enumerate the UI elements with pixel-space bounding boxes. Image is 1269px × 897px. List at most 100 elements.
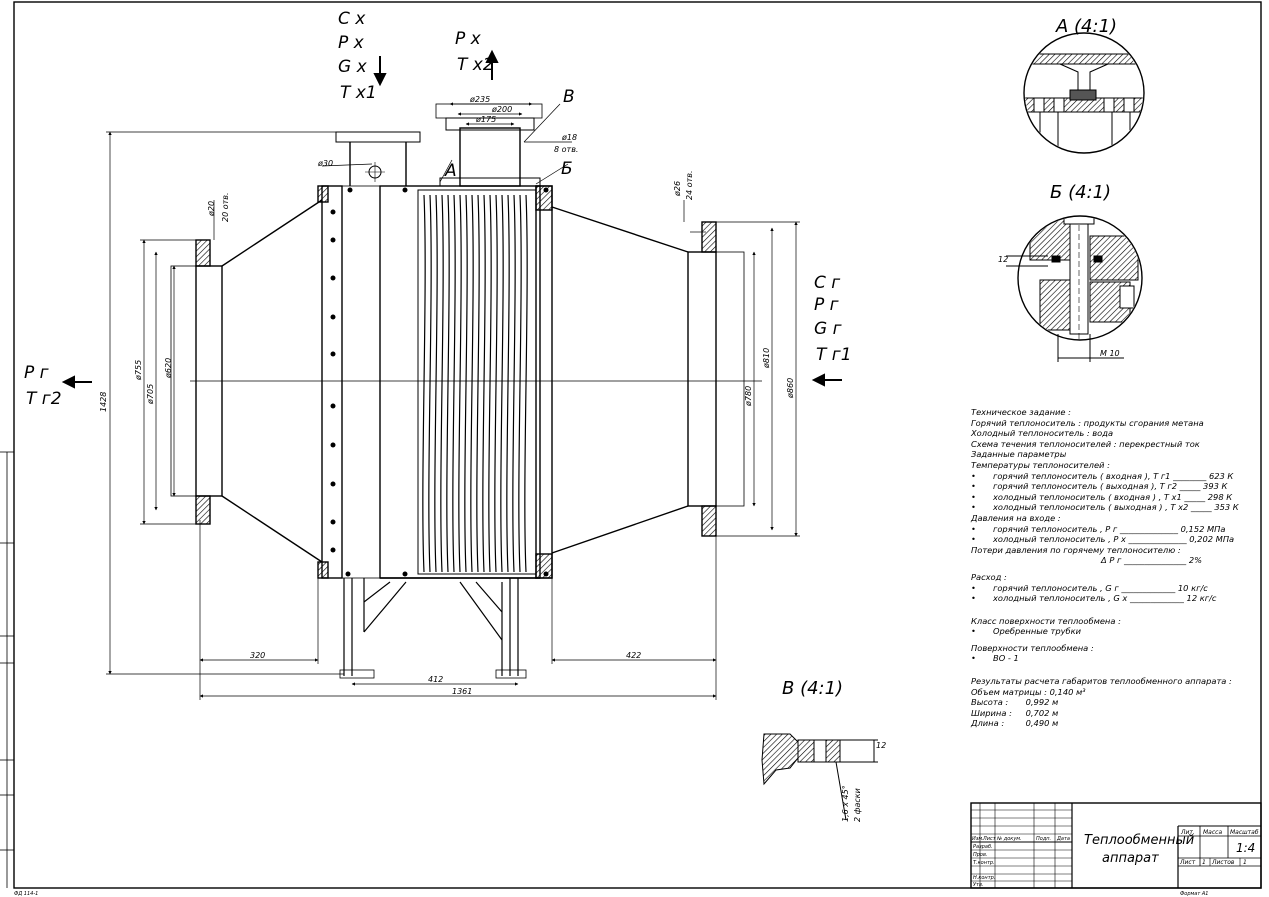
tb-role: Н.контр. (973, 875, 995, 881)
leader-letters: А Б В (444, 87, 575, 181)
dim-text: 12 (998, 255, 1008, 264)
tb-label: 1 (1202, 859, 1206, 866)
note-title: Техническое задание : (971, 407, 1071, 417)
flow-label: Р г (24, 363, 49, 383)
dim-text: 422 (626, 651, 641, 660)
note-item: горячий теплоноситель ( входная ), Т г1 … (971, 471, 1261, 482)
note-item: Ширина : 0,702 м (971, 707, 1059, 718)
dim-text: 1361 (452, 687, 472, 696)
dim-text: ø200 (491, 105, 512, 114)
dim-text: ø175 (475, 115, 496, 124)
detail-view-b (1006, 215, 1143, 362)
note-line: Расход : (971, 571, 1007, 582)
dim-text: 1,6 х 45° (841, 785, 850, 822)
leader-b: Б (561, 159, 573, 179)
hot-inlet-params: С г Р г G г Т г1 (814, 273, 852, 365)
note-item: Δ Р г _______________ 2% (1101, 555, 1203, 566)
note-line: Холодный теплоноситель : вода (971, 428, 1114, 439)
note-item: холодный теплоноситель ( входная ) , Т х… (971, 492, 1261, 503)
flow-label: Т г1 (816, 345, 852, 365)
leader-a: А (444, 161, 457, 181)
dim-text: ø810 (762, 348, 771, 369)
flow-label: С х (338, 9, 366, 29)
dim-text: 8 отв. (554, 145, 578, 154)
note-item: холодный теплоноситель ( выходная ) , Т … (971, 502, 1261, 513)
note-line: Температуры теплоносителей : (971, 459, 1110, 470)
scale-value: 1:4 (1236, 841, 1255, 855)
flow-label: Р г (814, 295, 839, 315)
dim-text: 412 (428, 675, 443, 684)
detail-view-a (1023, 32, 1145, 154)
detail-view-v (761, 733, 878, 821)
dim-text: 1428 (99, 392, 108, 412)
flow-label: Т х2 (457, 55, 494, 75)
note-item: горячий теплоноситель , G г ____________… (971, 583, 1261, 594)
view-title-b: Б (4:1) (1050, 182, 1111, 203)
note-line: Схема течения теплоносителей : перекрест… (971, 438, 1200, 449)
tb-col: Изм. (972, 836, 984, 842)
tb-col: № докум. (996, 836, 1022, 842)
technical-notes: Техническое задание : Горячий теплоносит… (971, 407, 1261, 729)
note-line: Горячий теплоноситель : продукты сгорани… (971, 417, 1204, 428)
tb-role: Утв. (973, 882, 984, 888)
cold-inlet-params: С х Р х G х Т х1 (338, 9, 377, 103)
heat-exchanger-main-view (170, 103, 762, 679)
tb-role: Разраб. (973, 844, 993, 850)
note-line: Результаты расчета габаритов теплообменн… (971, 676, 1232, 687)
flow-arrows (61, 49, 842, 389)
note-item: Длина : 0,490 м (971, 718, 1059, 729)
note-item: холодный теплоноситель , G х ___________… (971, 593, 1261, 604)
tb-col: Дата (1056, 836, 1070, 842)
flow-label: Р х (338, 33, 365, 53)
tb-label: Масштаб (1230, 829, 1259, 836)
tb-label: Лит. (1180, 829, 1195, 836)
footer-left: ФД 114-1 (14, 891, 38, 897)
title-block-text: Теплообменный аппарат Лит. Масса Масштаб… (972, 829, 1259, 888)
footer-format: Формат А1 (1180, 891, 1208, 897)
tb-label: 1 (1243, 859, 1247, 866)
note-item: горячий теплоноситель , Р г ____________… (971, 524, 1261, 535)
note-item: ВО - 1 (971, 653, 1261, 664)
flow-label: Т х1 (340, 83, 377, 103)
title-name: аппарат (1102, 851, 1159, 866)
tb-col: Подп. (1036, 836, 1051, 842)
flow-label: Р х (455, 29, 482, 49)
tb-col: Лист (982, 836, 997, 842)
dim-text: ø18 (561, 133, 577, 142)
dim-text: М 10 (1100, 349, 1120, 358)
note-item: Оребренные трубки (971, 626, 1261, 637)
note-line: Класс поверхности теплообмена : (971, 615, 1121, 626)
hot-outlet-params: Р г Т г2 (24, 363, 62, 409)
dim-text: ø235 (469, 95, 490, 104)
tb-role: Т.контр. (973, 860, 995, 866)
title-block (970, 802, 1262, 889)
bolt-row (330, 187, 549, 577)
dim-text: ø755 (134, 360, 143, 381)
tb-role: Пров. (973, 852, 988, 858)
note-item: Высота : 0,992 м (971, 697, 1059, 708)
cold-outlet-params: Р х Т х2 (455, 29, 494, 75)
title-name: Теплообменный (1084, 833, 1194, 848)
tube-bundle (422, 194, 528, 573)
dimension-texts: ø235 ø200 ø175 ø18 8 отв. ø30 ø20 20 отв… (99, 95, 795, 696)
note-line: Давления на входе : (971, 512, 1061, 523)
flow-label: Т г2 (26, 389, 62, 409)
dim-text: 20 отв. (221, 192, 230, 222)
note-item: холодный теплоноситель , Р х ___________… (971, 534, 1261, 545)
dim-text: 24 отв. (685, 170, 694, 200)
note-item: горячий теплоноситель ( выходная ), Т г2… (971, 481, 1261, 492)
tb-label: Масса (1203, 829, 1222, 836)
note-item: Объем матрицы : 0,140 м³ (971, 686, 1086, 697)
dim-text: ø20 (207, 201, 216, 217)
dimension-lines (106, 102, 800, 700)
note-line: Потери давления по горячему теплоносител… (971, 544, 1181, 555)
dim-text: ø705 (146, 384, 155, 405)
note-line: Заданные параметры (971, 449, 1067, 460)
tb-label: Листов (1211, 859, 1235, 866)
dim-text: ø780 (744, 386, 753, 407)
dim-text: ø26 (673, 181, 682, 197)
dim-text: 320 (250, 651, 265, 660)
dim-text: ø620 (164, 358, 173, 379)
